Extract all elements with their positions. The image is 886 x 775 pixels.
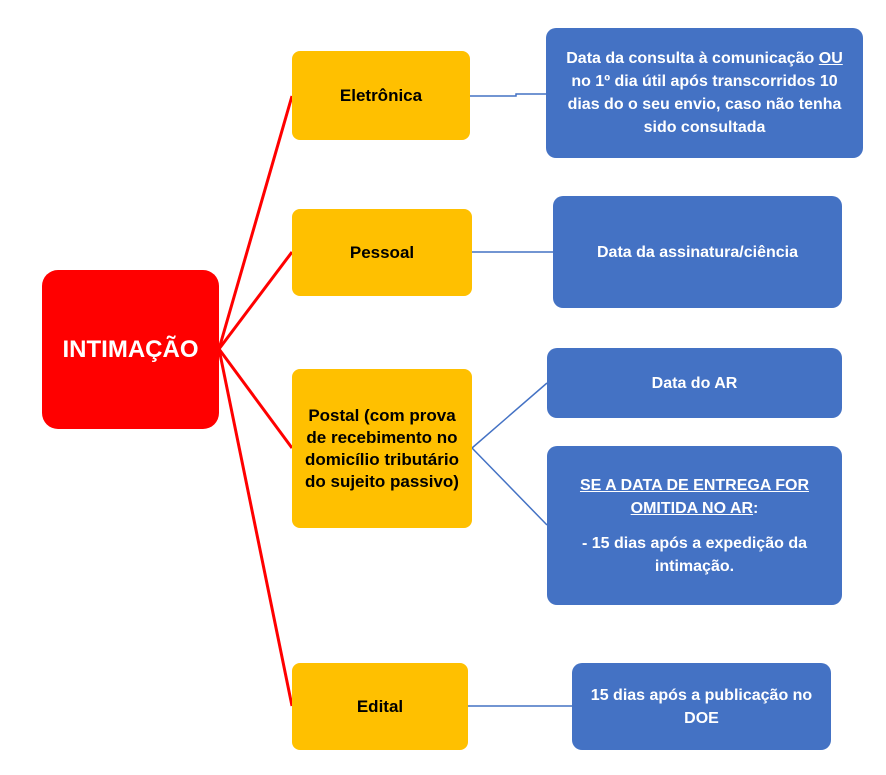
category-postal-label: Postal (com prova de recebimento no domi… (305, 405, 459, 491)
root-intimacao-node: INTIMAÇÃO (42, 270, 219, 429)
connector-root-edital (217, 348, 294, 707)
category-eletronica-label: Eletrônica (339, 85, 423, 105)
result-postal-omitida-heading-line: SE A DATA DE ENTREGA FOR OMITIDA NO AR: (563, 474, 826, 520)
result-eletronica-part2: no 1º dia útil após transcorridos 10 dia… (567, 73, 842, 136)
result-eletronica-node: Data da consulta à comunicação OU no 1º … (546, 28, 863, 158)
result-postal-omitida-colon: : (753, 499, 759, 517)
category-pessoal-node: Pessoal (292, 209, 472, 296)
result-eletronica-ou: OU (818, 50, 843, 67)
category-edital-node: Edital (292, 663, 468, 750)
connector-eletronica-result (470, 93, 546, 97)
result-postal-ar-node: Data do AR (547, 348, 842, 418)
result-pessoal-label: Data da assinatura/ciência (597, 243, 798, 261)
category-pessoal-label: Pessoal (349, 242, 415, 262)
result-eletronica-part1: Data da consulta à comunicação (566, 50, 819, 67)
result-postal-omitida-body: - 15 dias após a expedição da intimação. (582, 534, 807, 575)
category-edital-label: Edital (356, 696, 404, 716)
result-edital-label: 15 dias após a publicação no DOE (590, 686, 813, 727)
result-postal-ar-label: Data do AR (651, 374, 738, 392)
connector-root-eletronica (217, 95, 294, 350)
result-eletronica-text: Data da consulta à comunicação OU no 1º … (564, 47, 845, 139)
category-postal-node: Postal (com prova de recebimento no domi… (292, 369, 472, 528)
connector-postal-ar (471, 382, 548, 449)
result-postal-omitida-heading: SE A DATA DE ENTREGA FOR OMITIDA NO AR (579, 476, 810, 517)
connector-root-pessoal (217, 251, 294, 350)
connector-postal-omitida (471, 447, 548, 526)
category-eletronica-node: Eletrônica (292, 51, 470, 140)
root-label: INTIMAÇÃO (62, 335, 199, 363)
result-pessoal-node: Data da assinatura/ciência (553, 196, 842, 308)
result-edital-node: 15 dias após a publicação no DOE (572, 663, 831, 750)
result-postal-omitida-node: SE A DATA DE ENTREGA FOR OMITIDA NO AR: … (547, 446, 842, 605)
connector-root-postal (217, 348, 294, 449)
